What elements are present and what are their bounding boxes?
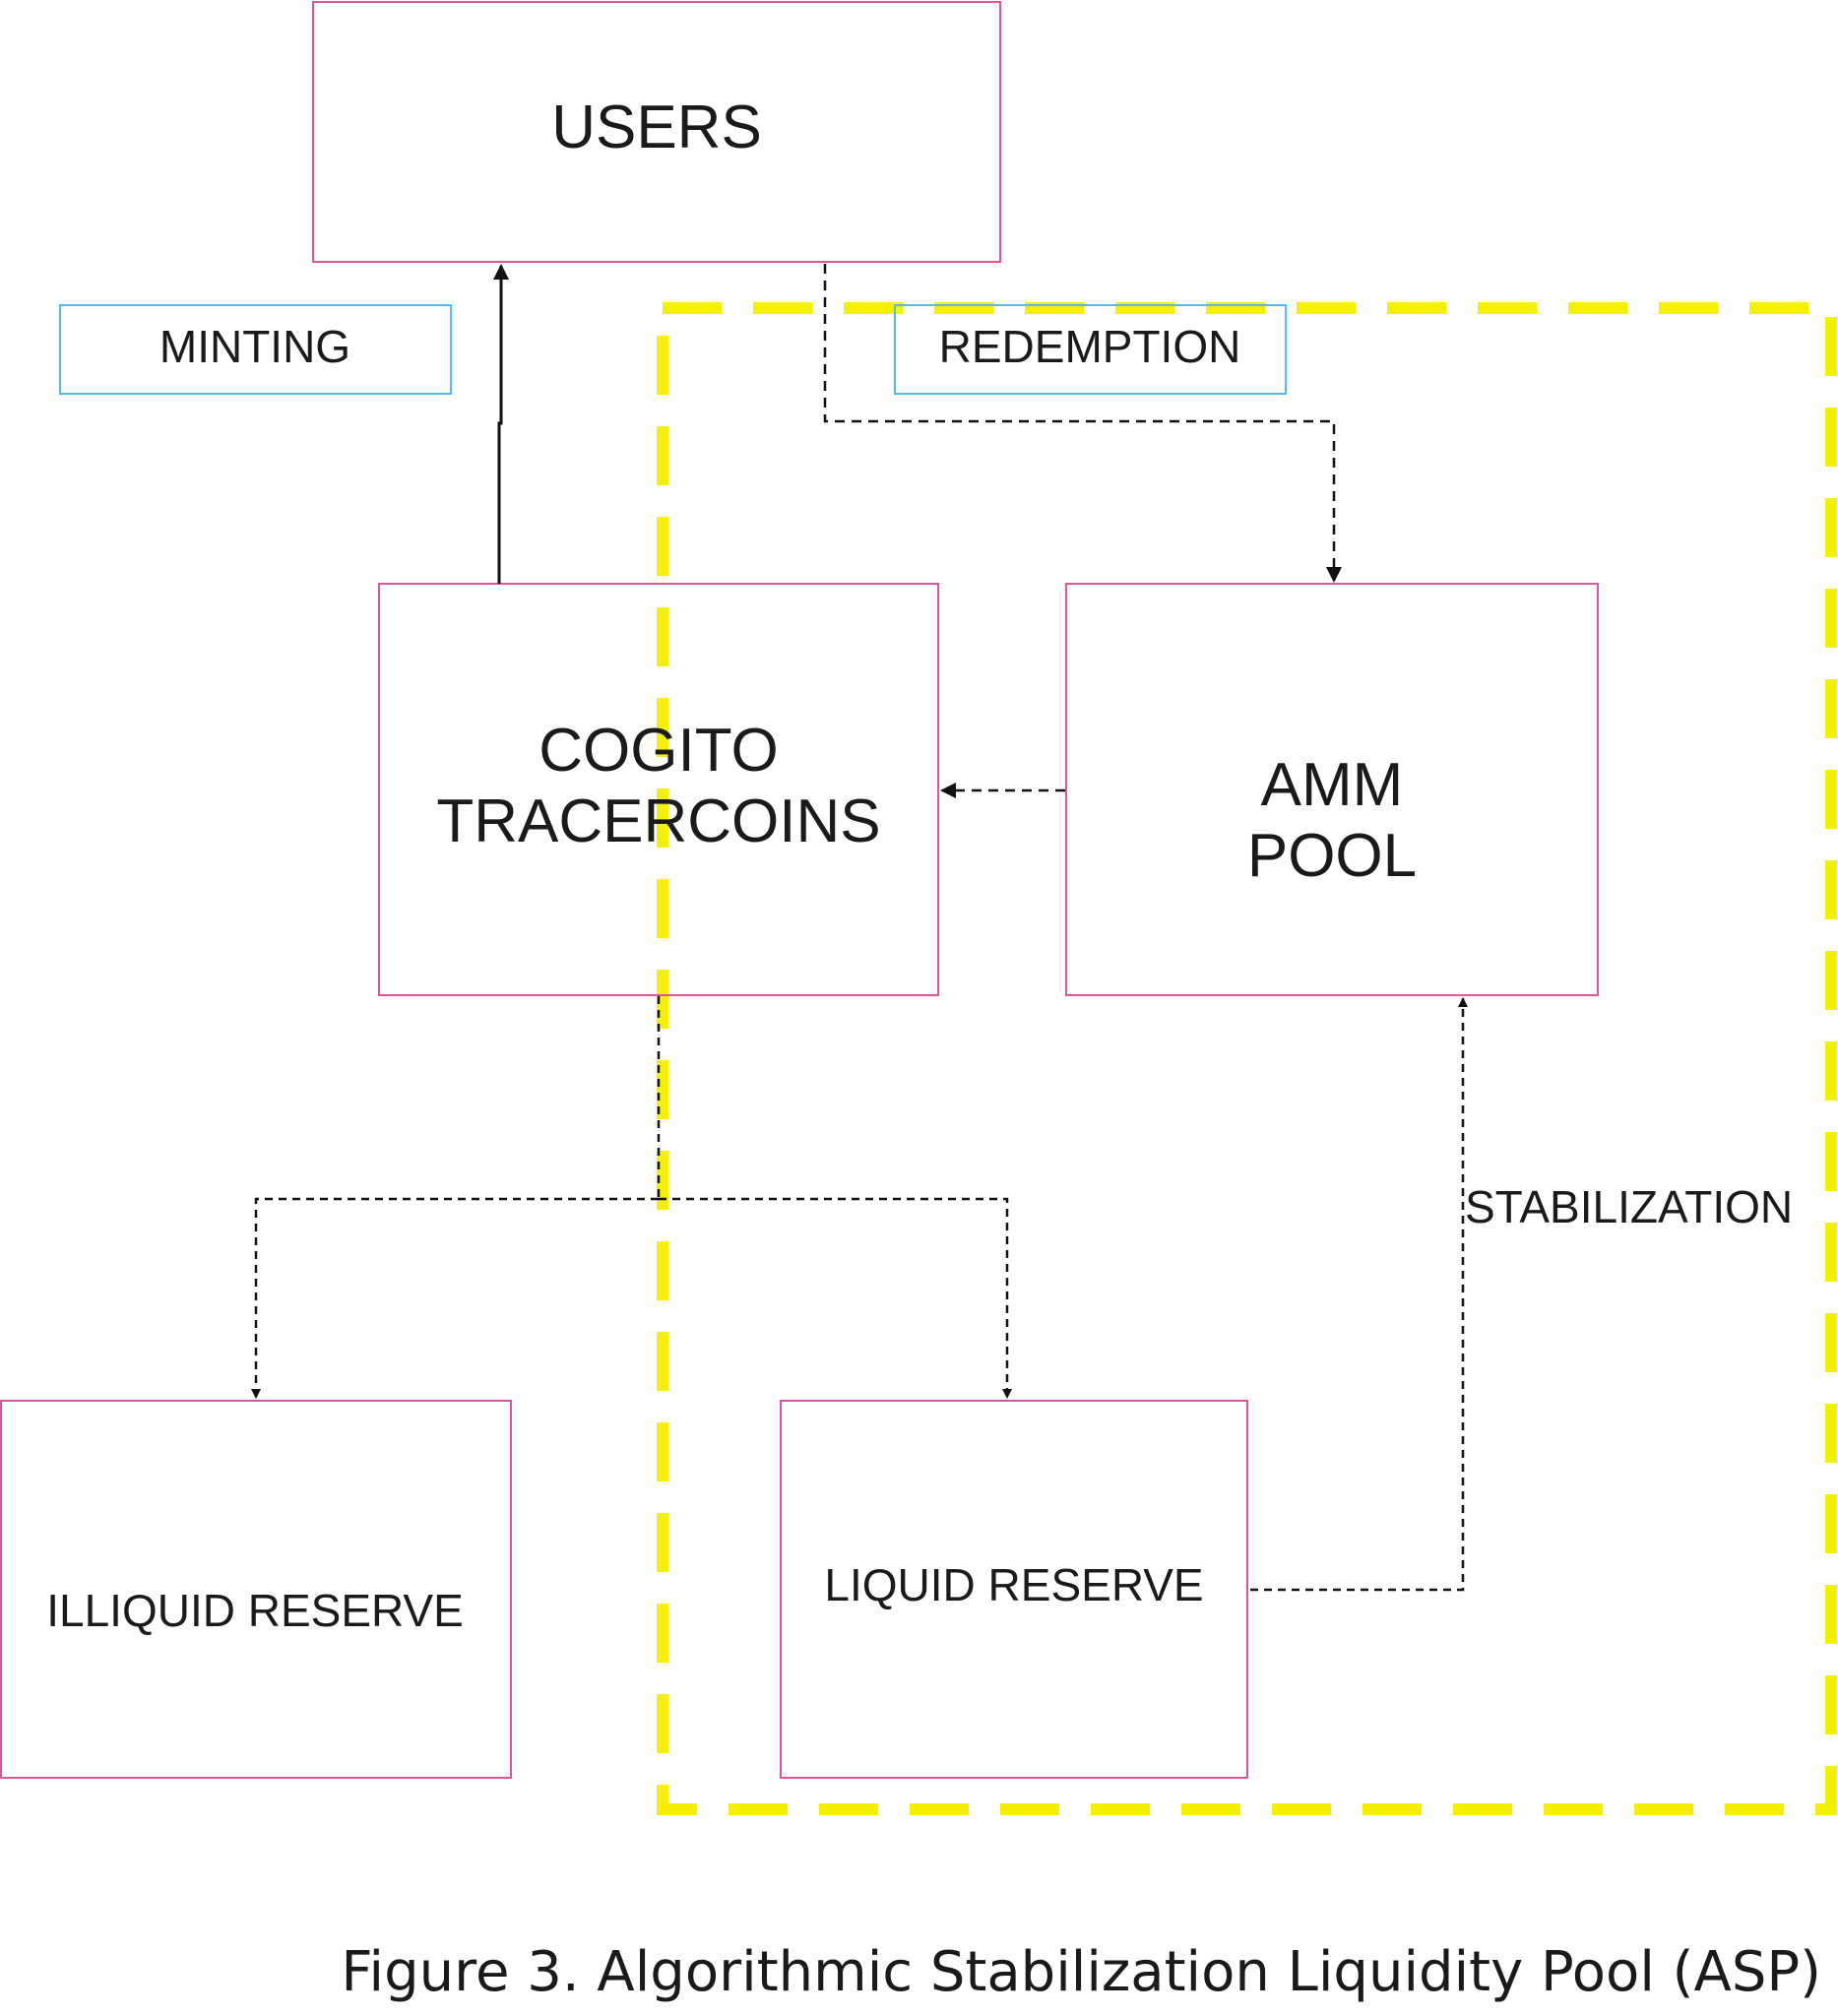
minting-label: MINTING <box>159 321 350 372</box>
stabilization-label: STABILIZATION <box>1465 1181 1793 1232</box>
illiquid-reserve-box <box>0 1400 512 1779</box>
liquid-reserve-node: LIQUID RESERVE <box>780 1400 1248 1779</box>
cogito-to-illiquid-arrow <box>251 1197 659 1399</box>
figure-caption: Figure 3. Algorithmic Stabilization Liqu… <box>341 1940 1821 2004</box>
illiquid-reserve-node: ILLIQUID RESERVE <box>0 1400 512 1779</box>
cogito-tracercoins-box <box>378 583 939 996</box>
amm-label-line2: POOL <box>1247 822 1417 890</box>
liquid-reserve-box <box>780 1400 1248 1779</box>
users-box <box>312 1 1001 263</box>
users-node: USERS <box>312 1 1001 263</box>
cogito-tracercoins-node: COGITO TRACERCOINS <box>378 583 939 996</box>
cogito-label-line2: TRACERCOINS <box>436 788 880 855</box>
stabilization-region <box>657 302 1837 1815</box>
minting-arrow <box>493 264 509 584</box>
minting-label-node: MINTING <box>59 304 452 395</box>
redemption-label: REDEMPTION <box>939 321 1241 372</box>
cogito-to-liquid-arrow <box>659 1197 1012 1399</box>
stabilization-arrow <box>1250 997 1468 1592</box>
amm-label-line1: AMM <box>1261 751 1404 819</box>
amm-pool-box <box>1065 583 1599 996</box>
amm-pool-node: AMM POOL <box>1065 583 1599 996</box>
cogito-label-line1: COGITO <box>539 717 778 785</box>
minting-label-box <box>59 304 452 395</box>
redemption-label-box <box>894 304 1287 395</box>
redemption-arrow <box>823 264 1342 583</box>
users-label: USERS <box>551 94 762 161</box>
liquid-reserve-label: LIQUID RESERVE <box>824 1559 1203 1610</box>
redemption-label-node: REDEMPTION <box>894 304 1287 395</box>
illiquid-reserve-label: ILLIQUID RESERVE <box>46 1585 464 1636</box>
